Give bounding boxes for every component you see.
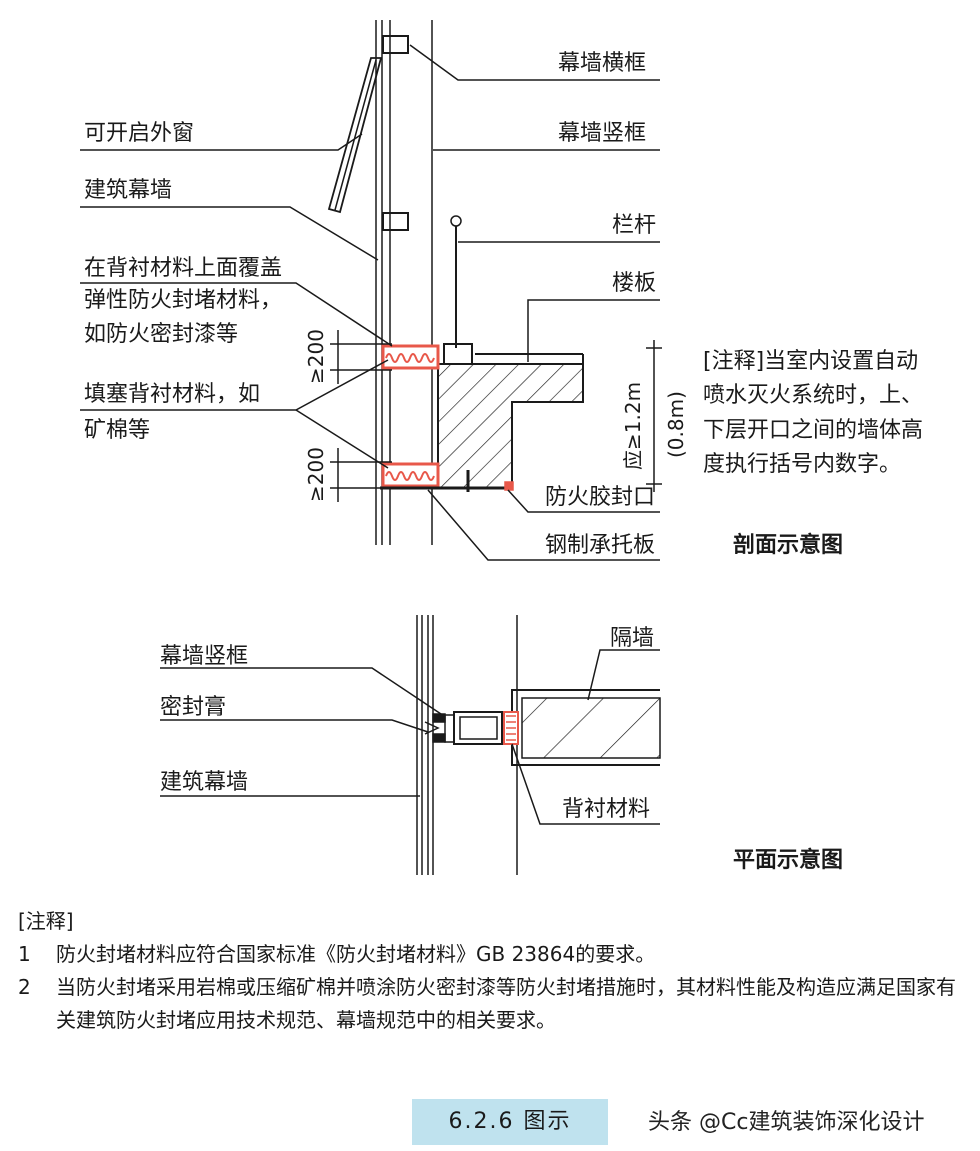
transom-top [382,35,409,54]
general-notes: [注释] 1 防火封堵材料应符合国家标准《防火封堵材料》GB 23864的要求。… [18,905,968,1037]
section-title: 剖面示意图 [733,532,843,558]
label-railing: 栏杆 [612,213,656,238]
label-dim-200-top: ≥200 [304,329,328,384]
plan-label-mullion: 幕墙竖框 [160,644,248,669]
note-item: 2 当防火封堵采用岩棉或压缩矿棉并喷涂防火密封漆等防火封堵措施时，其材料性能及构… [18,971,968,1037]
leader-slab [527,299,660,362]
note-text: 防火封堵材料应符合国家标准《防火封堵材料》GB 23864的要求。 [56,942,656,966]
section-note-line: 度执行括号内数字。 [703,452,901,477]
plan-drawing [160,615,661,875]
watermark: 头条 @Cc建筑装饰深化设计 [648,1110,925,1135]
plan-leader-backing [511,743,660,825]
leader-window [80,133,363,151]
leader-steel-plate [427,489,660,561]
floor-slab [437,363,584,489]
plan-label-curtain-wall: 建筑幕墙 [160,770,248,795]
label-curtain-mullion: 幕墙竖框 [558,121,646,146]
notes-heading: [注释] [18,909,74,933]
note-number: 2 [18,975,31,999]
plan-leader-sealant [160,719,429,733]
leader-fire-sealant [507,489,660,513]
openable-window [327,57,383,214]
railing-knob [450,215,462,227]
label-cover-line3: 如防火密封漆等 [84,322,238,347]
plan-label-sealant: 密封膏 [160,695,226,720]
note-text: 当防火封堵采用岩棉或压缩矿棉并喷涂防火密封漆等防火封堵措施时，其材料性能及构造应… [56,975,956,1032]
label-fire-sealant: 防火胶封口 [545,485,655,510]
section-note-line: 喷水灭火系统时，上、 [703,383,923,408]
section-drawing [80,20,662,561]
label-dim-height-alt: (0.8m) [664,391,688,458]
label-dim-height: 应≥1.2m [621,382,645,470]
leader-cover [80,282,393,347]
figure-label: 6.2.6 图示 [412,1099,608,1145]
label-cover-line1: 在背衬材料上面覆盖 [84,256,282,281]
section-note-line: 下层开口之间的墙体高 [703,418,923,443]
note-item: 1 防火封堵材料应符合国家标准《防火封堵材料》GB 23864的要求。 [18,938,968,971]
label-steel-plate: 钢制承托板 [545,533,655,558]
label-floor-slab: 楼板 [612,271,656,296]
section-note-line: [注释]当室内设置自动 [703,349,918,374]
label-building-curtain-wall: 建筑幕墙 [84,178,172,203]
plan-label-backing: 背衬材料 [562,797,650,822]
fire-sealant-dot [504,481,514,491]
label-curtain-transom: 幕墙横框 [558,51,646,76]
label-fill-line2: 矿棉等 [84,418,150,443]
leader-curtain-wall [80,206,379,261]
plan-label-partition: 隔墙 [610,626,654,651]
label-dim-200-bottom: ≥200 [304,447,328,502]
leader-fill-lower [295,409,389,469]
plan-leader-mullion [160,667,445,717]
label-openable-window: 可开启外窗 [84,121,194,146]
label-fill-line1: 填塞背衬材料，如 [84,382,260,407]
leader-transom [409,44,660,81]
plan-title: 平面示意图 [733,847,843,873]
label-cover-line2: 弹性防火封堵材料， [84,288,282,313]
note-number: 1 [18,942,31,966]
transom-bottom [382,212,409,231]
